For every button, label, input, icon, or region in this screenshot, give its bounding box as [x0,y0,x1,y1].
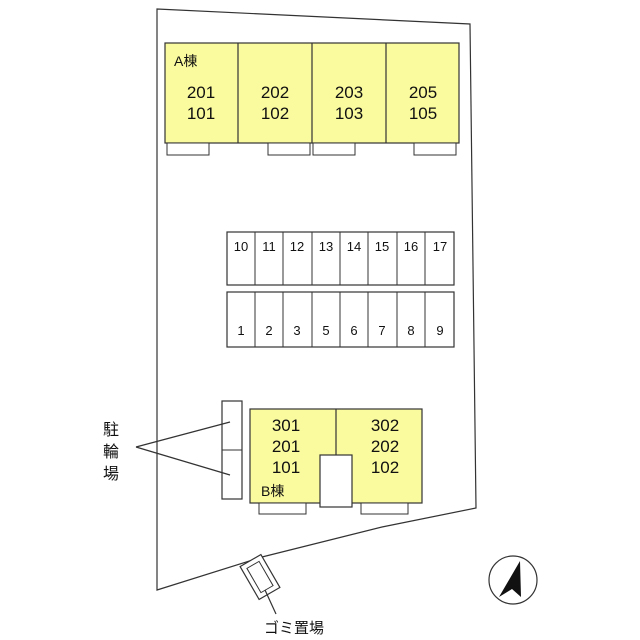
unit-number: 101 [272,458,300,477]
parking-bottom-row: 1 2 3 5 6 7 8 9 [226,291,455,348]
building-a-label: A棟 [174,53,197,69]
label-char: 輪 [102,444,119,461]
label-char: 場 [102,466,119,483]
parking-spot-number: 10 [234,239,248,254]
unit-upper: 201 [187,83,215,102]
parking-spot-number: 14 [347,239,361,254]
bicycle-leader-line [135,446,231,476]
parking-spot-number: 12 [290,239,304,254]
garbage-label: ゴミ置場 [264,619,324,637]
bicycle-leader-line [135,421,231,448]
garbage-leader-line [264,589,277,615]
parking-spot-number: 2 [265,323,272,338]
parking-spot-number: 13 [319,239,333,254]
unit-number: 202 [371,437,399,456]
parking-spot-number: 1 [237,323,244,338]
parking-spot-number: 5 [322,323,329,338]
building-b: 301 201 101 302 202 102 B棟 [249,408,423,515]
garbage-area: ゴミ置場 [239,553,324,637]
parking-spot-number: 6 [350,323,357,338]
unit-lower: 103 [335,104,363,123]
stairwell [319,454,353,508]
parking-spot-number: 8 [407,323,414,338]
unit-number: 301 [272,416,300,435]
parking-spot-number: 11 [262,239,276,254]
building-b-label: B棟 [261,483,284,499]
unit-upper: 202 [261,83,289,102]
unit-number: 302 [371,416,399,435]
parking-top-row: 10 11 12 13 14 15 16 17 [226,231,455,286]
bicycle-parking [135,400,243,500]
site-boundary [156,8,477,591]
unit-lower: 101 [187,104,215,123]
bicycle-parking-label: 駐 輪 場 [100,420,122,486]
unit-number: 201 [272,437,300,456]
building-a: A棟 201 101 202 102 203 103 205 105 [164,42,460,156]
unit-lower: 105 [409,104,437,123]
unit-upper: 205 [409,83,437,102]
parking-spot-number: 3 [293,323,300,338]
label-char: 駐 [102,422,119,439]
parking-spot-number: 15 [375,239,389,254]
parking-spot-number: 9 [436,323,443,338]
unit-number: 102 [371,458,399,477]
parking-spot-number: 7 [378,323,385,338]
parking-spot-number: 16 [404,239,418,254]
unit-lower: 102 [261,104,289,123]
north-arrow-icon [488,555,538,605]
unit-upper: 203 [335,83,363,102]
parking-spot-number: 17 [433,239,447,254]
